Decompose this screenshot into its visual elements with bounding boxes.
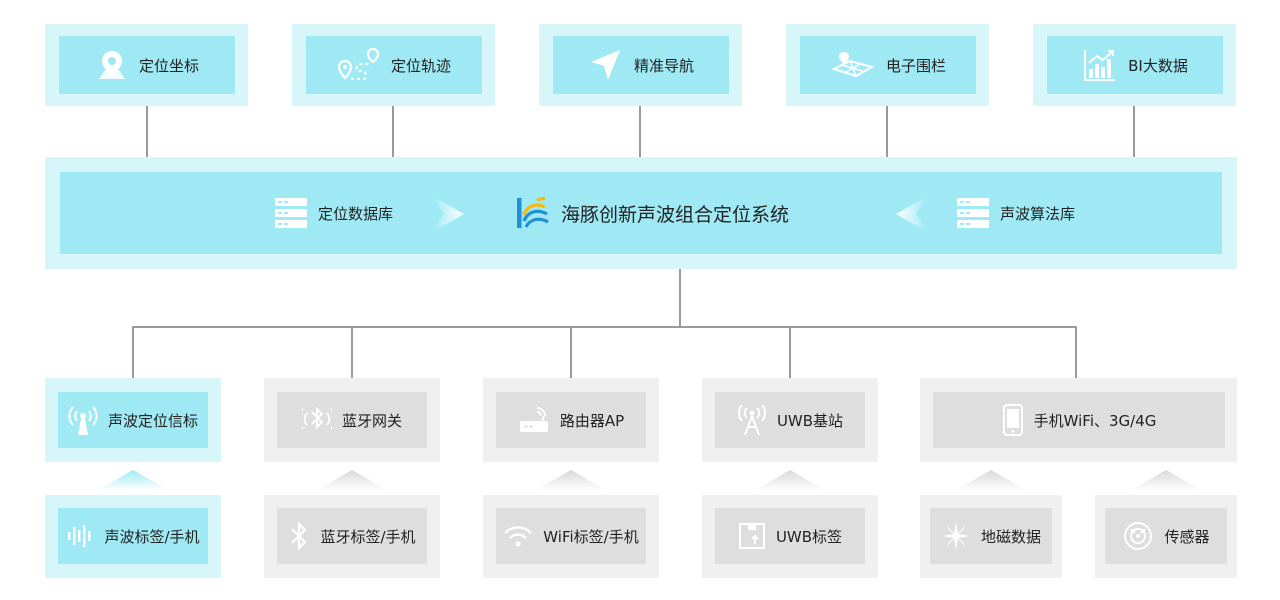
- haitun-logo-icon: [517, 196, 549, 228]
- router-icon: [519, 407, 548, 432]
- top-module-label: 精准导航: [633, 56, 694, 75]
- terminal-uwb-tag[interactable]: UWB标签: [715, 508, 865, 564]
- navigation-arrow-icon: [590, 50, 620, 80]
- uwb-tag-icon: [738, 523, 765, 549]
- connector-bus-2: [351, 326, 353, 392]
- bluetooth-icon: [291, 521, 308, 551]
- connector-top-1: [146, 94, 148, 174]
- route-track-icon: [337, 47, 380, 81]
- access-label: 路由器AP: [559, 411, 625, 430]
- bar-chart-icon: [1084, 50, 1116, 81]
- access-bluetooth-gateway[interactable]: 蓝牙网关: [277, 392, 427, 448]
- connector-top-5: [1133, 94, 1135, 174]
- connector-bus-5: [1075, 326, 1077, 392]
- top-module-label: BI大数据: [1128, 56, 1188, 75]
- terminal-label: UWB标签: [775, 527, 843, 546]
- core-right-algorithm-library[interactable]: 声波算法库: [956, 196, 1086, 230]
- access-sound-beacon[interactable]: 声波定位信标: [58, 392, 208, 448]
- connector-bus-1: [132, 326, 134, 392]
- connector-bus-horizontal: [132, 326, 1077, 328]
- core-title-group: 海豚创新声波组合定位系统: [515, 194, 815, 232]
- connector-top-2: [392, 94, 394, 174]
- access-uwb-station[interactable]: UWB基站: [715, 392, 865, 448]
- antenna-tower-icon: [737, 404, 766, 436]
- core-left-database[interactable]: 定位数据库: [274, 196, 404, 230]
- terminal-label: 声波标签/手机: [104, 527, 200, 546]
- up-arrow-icon: [98, 470, 168, 490]
- sound-wave-icon: [68, 525, 91, 547]
- connector-bus-4: [789, 326, 791, 392]
- sensor-icon: [1124, 522, 1153, 550]
- core-system-panel: [60, 172, 1222, 254]
- terminal-sound-tag[interactable]: 声波标签/手机: [58, 508, 208, 564]
- chevron-right-icon: [432, 196, 464, 232]
- core-system-title: 海豚创新声波组合定位系统: [561, 203, 790, 226]
- up-arrow-icon: [956, 470, 1026, 490]
- top-module-geofence[interactable]: 电子围栏: [800, 36, 976, 94]
- terminal-sensor[interactable]: 传感器: [1105, 508, 1227, 564]
- signal-beacon-icon: [68, 406, 98, 435]
- compass-icon: [941, 522, 970, 550]
- access-label: 蓝牙网关: [341, 411, 402, 430]
- terminal-label: 传感器: [1164, 527, 1210, 546]
- connector-core-down: [679, 252, 681, 327]
- connector-top-3: [639, 94, 641, 174]
- terminal-wifi-tag[interactable]: WiFi标签/手机: [496, 508, 646, 564]
- geofence-icon: [831, 52, 875, 78]
- terminal-label: WiFi标签/手机: [543, 527, 639, 546]
- top-module-precise-navigation[interactable]: 精准导航: [553, 36, 729, 94]
- top-module-label: 电子围栏: [885, 56, 946, 75]
- mobile-phone-icon: [1002, 404, 1023, 436]
- connector-top-4: [886, 94, 888, 174]
- up-arrow-icon: [317, 470, 387, 490]
- access-label: UWB基站: [776, 411, 844, 430]
- wifi-icon: [504, 526, 533, 547]
- access-label: 手机WiFi、3G/4G: [1033, 411, 1157, 430]
- top-module-bi-data[interactable]: BI大数据: [1047, 36, 1223, 94]
- top-module-label: 定位坐标: [138, 56, 199, 75]
- database-icon: [275, 198, 307, 228]
- chevron-left-icon: [896, 196, 928, 232]
- top-module-position-track[interactable]: 定位轨迹: [306, 36, 482, 94]
- core-left-label: 定位数据库: [318, 204, 394, 223]
- top-module-position-coords[interactable]: 定位坐标: [59, 36, 235, 94]
- core-right-label: 声波算法库: [1000, 204, 1076, 223]
- location-pin-icon: [98, 51, 125, 79]
- terminal-label: 蓝牙标签/手机: [320, 527, 416, 546]
- up-arrow-icon: [1131, 470, 1201, 490]
- connector-bus-3: [570, 326, 572, 392]
- bluetooth-gateway-icon: [301, 406, 332, 430]
- access-mobile-network[interactable]: 手机WiFi、3G/4G: [933, 392, 1225, 448]
- top-module-label: 定位轨迹: [390, 56, 451, 75]
- terminal-label: 地磁数据: [980, 527, 1041, 546]
- database-icon: [957, 198, 989, 228]
- up-arrow-icon: [755, 470, 825, 490]
- terminal-bluetooth-tag[interactable]: 蓝牙标签/手机: [277, 508, 427, 564]
- terminal-geomagnetic-data[interactable]: 地磁数据: [930, 508, 1052, 564]
- up-arrow-icon: [536, 470, 606, 490]
- access-label: 声波定位信标: [107, 411, 198, 430]
- access-router-ap[interactable]: 路由器AP: [496, 392, 646, 448]
